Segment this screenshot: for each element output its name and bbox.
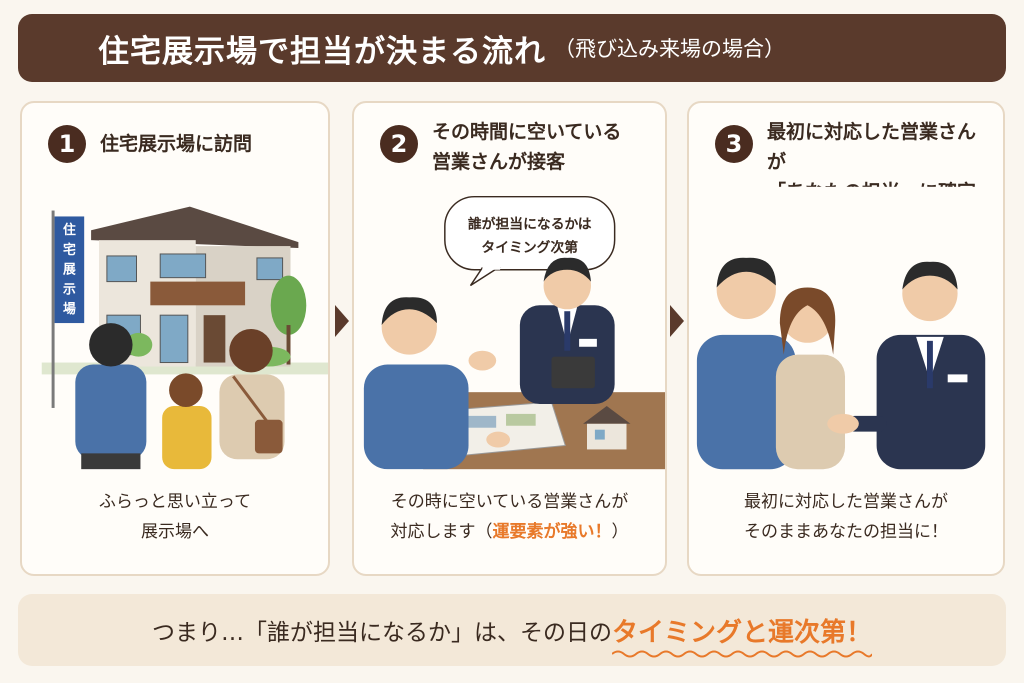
step-card-2: 2 その時間に空いている 営業さんが接客 誰が担当になるかは タイミング次第 <box>352 101 667 576</box>
banner-char: 場 <box>63 301 76 317</box>
step-caption: その時に空いている営業さんが 対応します（運要素が強い！） <box>354 487 665 547</box>
customer-figure <box>363 297 510 470</box>
step-heading: その時間に空いている 営業さんが接客 <box>432 117 655 177</box>
step-caption: 最初に対応した営業さんが そのままあなたの担当に！ <box>689 487 1003 547</box>
step-header: 1 住宅展示場に訪問 <box>22 103 328 185</box>
caption-line: そのままあなたの担当に！ <box>744 522 948 542</box>
step-number-badge: 3 <box>715 125 753 163</box>
page-subtitle: （飛び込み来場の場合） <box>554 37 785 61</box>
page-title: 住宅展示場で担当が決まる流れ <box>98 33 546 70</box>
wife-figure <box>775 287 846 470</box>
summary-accent: タイミングと運次第！ <box>611 612 872 657</box>
caption-line: 展示場へ <box>141 522 209 542</box>
salesman-figure <box>468 257 615 405</box>
house-model <box>583 405 631 450</box>
step-number-badge: 1 <box>48 125 86 163</box>
banner-char: 示 <box>62 282 76 297</box>
child-figure <box>162 373 212 470</box>
step-caption: ふらっと思い立って 展示場へ <box>22 487 328 547</box>
banner-pole <box>51 210 55 408</box>
caption-line: その時に空いている営業さんが <box>390 492 629 512</box>
caption-accent: 運要素が強い！ <box>492 522 612 542</box>
banner-char: 宅 <box>63 242 76 258</box>
speech-bubble <box>444 195 616 287</box>
mother-figure <box>219 328 285 460</box>
flow-arrow <box>670 305 684 337</box>
house-visit-illustration: 住 宅 展 示 場 <box>22 186 328 470</box>
banner-char: 展 <box>63 263 76 278</box>
banner-flag <box>54 216 85 324</box>
father-figure <box>75 323 147 470</box>
step-heading-line: 最初に対応した営業さんが <box>767 121 977 173</box>
summary-banner: つまり…「誰が担当になるか」は、その日の タイミングと運次第！ <box>18 594 1006 666</box>
salesman-figure <box>846 261 986 470</box>
wavy-underline <box>611 650 872 657</box>
handshake-illustration <box>689 186 1003 470</box>
summary-accent-text: タイミングと運次第！ <box>611 617 872 648</box>
caption-text: ） <box>611 522 629 542</box>
step-heading-line: 住宅展示場に訪問 <box>100 133 253 155</box>
step-heading-line: その時間に空いている <box>432 121 622 143</box>
title-banner: 住宅展示場で担当が決まる流れ （飛び込み来場の場合） <box>18 14 1006 82</box>
caption-line: 最初に対応した営業さんが <box>744 492 948 512</box>
caption-line: 対応します（運要素が強い！） <box>354 517 665 547</box>
summary-text: つまり…「誰が担当になるか」は、その日の <box>151 620 612 646</box>
banner-char: 住 <box>63 222 76 238</box>
step-header: 3 最初に対応した営業さんが 「あなたの担当」に確定 <box>689 103 1003 203</box>
speech-line: タイミング次第 <box>481 239 578 256</box>
step-number-badge: 2 <box>380 125 418 163</box>
step-heading: 住宅展示場に訪問 <box>100 129 318 159</box>
handshake <box>827 413 859 434</box>
reception-illustration: 誰が担当になるかは タイミング次第 <box>354 186 665 470</box>
tree <box>270 275 307 335</box>
caption-text: 対応します（ <box>390 522 493 542</box>
caption-line: ふらっと思い立って <box>98 492 252 512</box>
flow-arrow <box>335 305 349 337</box>
step-card-3: 3 最初に対応した営業さんが 「あなたの担当」に確定 <box>687 101 1005 576</box>
step-heading-line: 営業さんが接客 <box>432 151 566 173</box>
customer-figure <box>696 257 838 470</box>
step-header: 2 その時間に空いている 営業さんが接客 <box>354 103 665 185</box>
speech-line: 誰が担当になるかは <box>468 215 592 232</box>
step-card-1: 1 住宅展示場に訪問 住 宅 展 示 場 <box>20 101 330 576</box>
